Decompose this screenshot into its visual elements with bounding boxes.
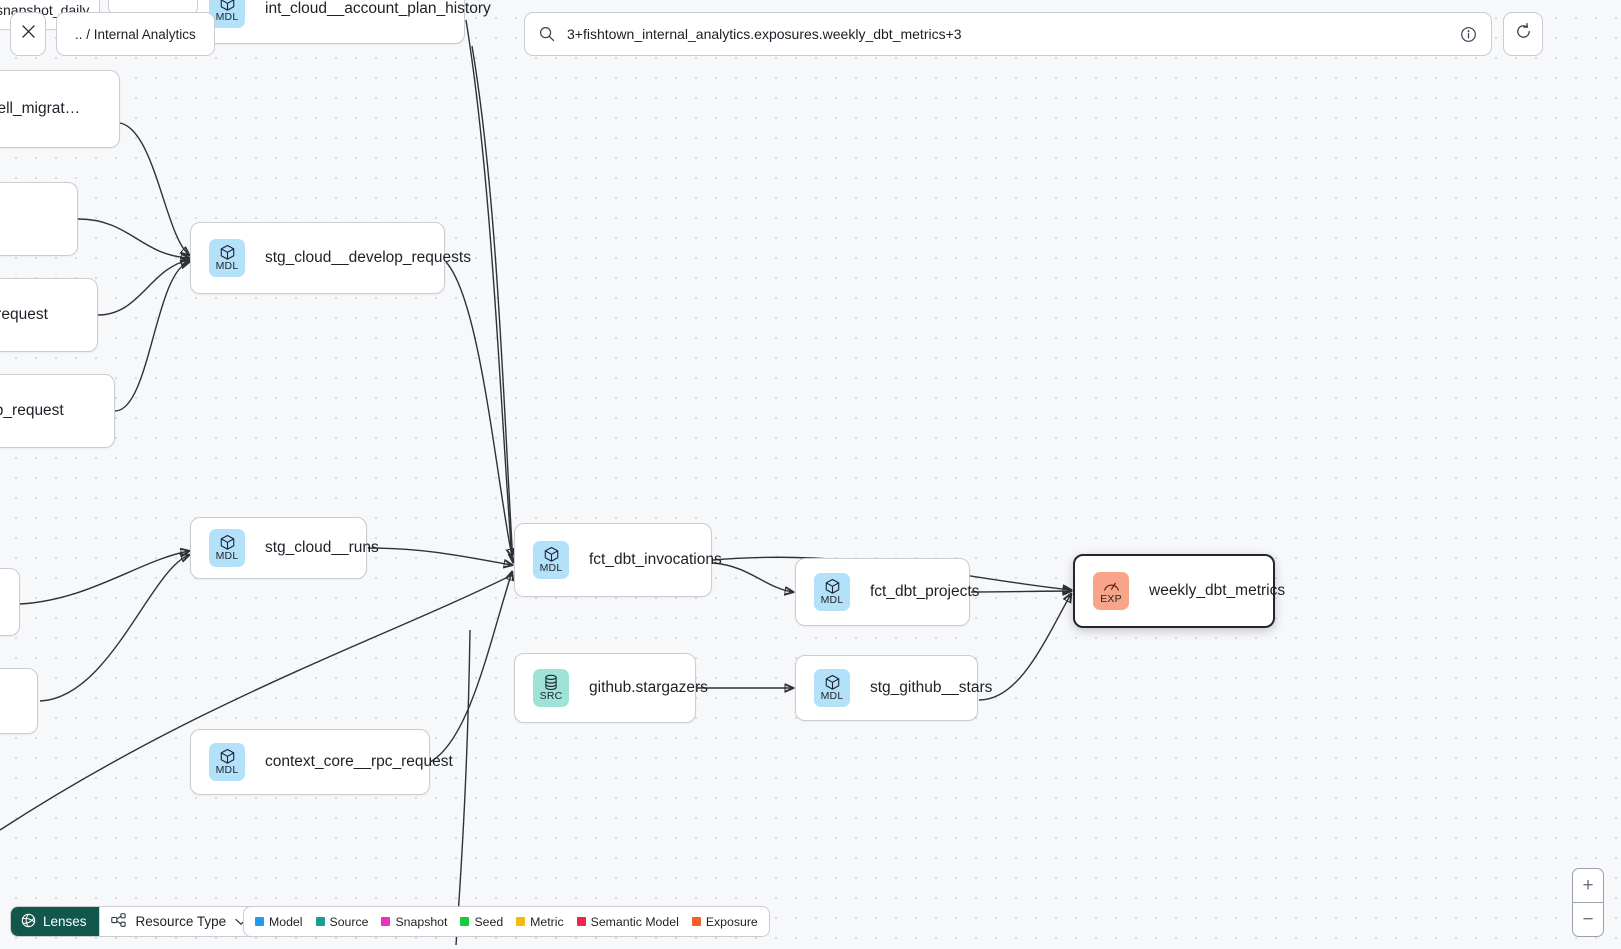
lineage-node[interactable]: MDL stg_cloud__runs: [190, 517, 379, 579]
search-icon: [539, 26, 555, 42]
legend-swatch: [576, 917, 586, 926]
cube-icon: [219, 534, 236, 551]
legend-swatch: [691, 917, 701, 926]
info-icon[interactable]: [1460, 26, 1477, 43]
lineage-node[interactable]: MDL stg_github__stars: [795, 655, 992, 721]
resource-type-legend: Model Source Snapshot Seed Metric Semantic Mo…: [243, 906, 770, 937]
zoom-in-button[interactable]: +: [1582, 875, 1594, 896]
node-label: github.stargazers: [589, 679, 708, 696]
node-label: stg_cloud__develop_requests: [265, 249, 471, 266]
legend-item[interactable]: Metric: [516, 914, 564, 929]
aperture-icon: [21, 913, 36, 931]
database-icon: [543, 674, 559, 691]
node-label: …velop_request: [0, 306, 48, 323]
lenses-label: Lenses: [43, 914, 87, 929]
edge-group: [0, 19, 1071, 946]
cube-icon: [824, 674, 841, 691]
legend-label: Seed: [474, 914, 504, 929]
legend-label: Exposure: [705, 914, 758, 929]
node-label: context_core__rpc_request: [265, 753, 453, 770]
node-type-label: MDL: [215, 764, 239, 776]
close-icon: [21, 24, 36, 44]
lineage-search-bar[interactable]: 3+fishtown_internal_analytics.exposures.…: [524, 12, 1492, 56]
lenses-toolbar: Lenses Resource Type: [10, 906, 260, 937]
cube-icon: [543, 546, 560, 563]
node-type-badge: EXP: [1093, 572, 1129, 610]
node-type-label: MDL: [820, 594, 844, 606]
lineage-node[interactable]: MDL int_cloud__account_plan_history: [190, 0, 491, 44]
zoom-controls: + −: [1572, 868, 1604, 937]
node-label: stg_cloud__runs: [265, 539, 379, 556]
zoom-out-button[interactable]: −: [1582, 909, 1594, 930]
node-type-label: MDL: [215, 11, 239, 23]
node-type-label: MDL: [215, 260, 239, 272]
lineage-node[interactable]: MDL fct_dbt_projects: [795, 558, 979, 626]
lineage-node[interactable]: MDL context_core__rpc_request: [190, 729, 453, 795]
legend-swatch: [255, 917, 264, 926]
legend-swatch: [460, 917, 470, 926]
node-type-badge: MDL: [209, 743, 245, 781]
node-type-badge: MDL: [209, 529, 245, 567]
node-type-badge: SRC: [533, 669, 569, 707]
legend-label: Source: [329, 914, 369, 929]
cube-icon: [824, 578, 841, 595]
lineage-node[interactable]: MDL….run: [0, 668, 38, 734]
lineage-node[interactable]: MDL…n: [0, 568, 20, 636]
legend-label: Model: [269, 914, 303, 929]
node-type-badge: MDL: [814, 669, 850, 707]
legend-label: Semantic Model: [590, 914, 679, 929]
lineage-node[interactable]: EXP weekly_dbt_metrics: [1073, 554, 1285, 628]
legend-item[interactable]: Exposure: [691, 914, 758, 929]
node-type-badge: MDL: [533, 541, 569, 579]
node-type-badge: MDL: [209, 0, 245, 28]
legend-swatch: [381, 917, 391, 926]
legend-item[interactable]: Semantic Model: [576, 914, 679, 929]
legend-swatch: [516, 917, 526, 926]
lenses-button[interactable]: Lenses: [11, 907, 99, 936]
legend-label: Metric: [530, 914, 564, 929]
gauge-icon: [1103, 578, 1120, 594]
legend-item[interactable]: Seed: [460, 915, 503, 929]
node-type-badge: MDL: [209, 239, 245, 277]
legend-item[interactable]: Snapshot: [381, 915, 447, 929]
refresh-icon: [1514, 22, 1533, 46]
resource-type-filter[interactable]: Resource Type: [98, 907, 259, 936]
refresh-button[interactable]: [1503, 12, 1543, 56]
node-label: weekly_dbt_metrics: [1149, 582, 1286, 599]
lineage-node[interactable]: MDLmulticell_migrat…: [0, 70, 120, 148]
breadcrumb-label: .. / Internal Analytics: [75, 26, 196, 42]
breadcrumb[interactable]: .. / Internal Analytics: [56, 12, 215, 56]
lineage-node[interactable]: MDL…velop_request: [0, 278, 98, 352]
node-label: multicell_migrat…: [0, 100, 81, 117]
resource-type-label: Resource Type: [135, 914, 227, 929]
search-input[interactable]: 3+fishtown_internal_analytics.exposures.…: [567, 26, 962, 42]
nodes-icon: [110, 912, 127, 931]
cube-icon: [219, 748, 236, 765]
node-type-label: SRC: [539, 690, 563, 702]
legend-swatch: [315, 917, 325, 926]
node-label: int_cloud__account_plan_history: [265, 0, 491, 17]
lineage-node[interactable]: MDL…p_request: [0, 182, 78, 256]
close-tab-button[interactable]: [10, 12, 46, 56]
node-label: fct_dbt_projects: [870, 583, 980, 600]
legend-item[interactable]: Model: [255, 915, 303, 929]
lineage-node[interactable]: MDL…_develop_request: [0, 374, 115, 448]
node-type-label: MDL: [539, 562, 563, 574]
node-type-label: EXP: [1100, 592, 1122, 605]
lineage-node[interactable]: MDL fct_dbt_invocations: [514, 523, 722, 597]
node-label: fct_dbt_invocations: [589, 551, 722, 568]
legend-label: Snapshot: [395, 914, 448, 929]
lineage-node[interactable]: SRC github.stargazers: [514, 653, 708, 723]
legend-item[interactable]: Source: [315, 914, 369, 929]
cube-icon: [219, 0, 236, 12]
node-type-label: MDL: [215, 550, 239, 562]
zoom-divider: [1573, 902, 1603, 903]
lineage-node[interactable]: MDL stg_cloud__develop_requests: [190, 222, 471, 294]
node-label: stg_github__stars: [870, 679, 993, 696]
node-label: …_develop_request: [0, 402, 64, 419]
node-type-badge: MDL: [814, 573, 850, 611]
cube-icon: [219, 244, 236, 261]
node-type-label: MDL: [820, 690, 844, 702]
